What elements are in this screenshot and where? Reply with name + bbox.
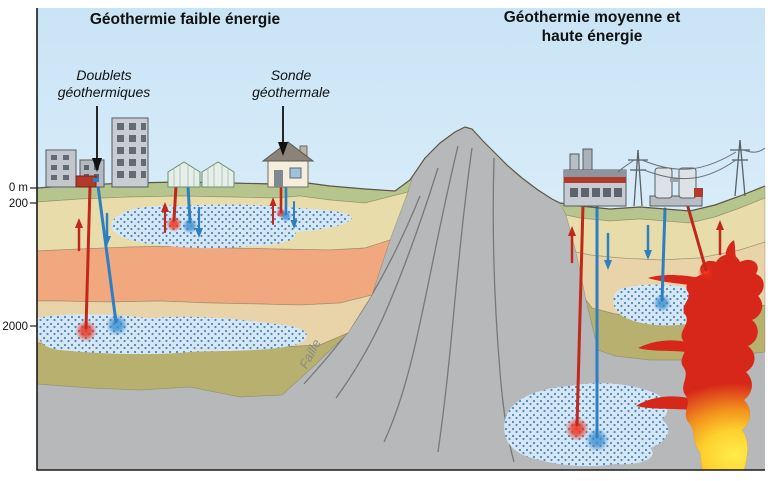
- magma-body: [636, 240, 764, 470]
- hot-flow-arrowhead: [161, 202, 169, 212]
- greenhouses: [167, 161, 235, 188]
- depth-tick-2000: 2000: [2, 321, 28, 333]
- power-line: [643, 159, 737, 180]
- plant-roof: [564, 170, 626, 177]
- cold-flow-arrowhead: [290, 220, 298, 229]
- cold-flow-arrowhead: [644, 250, 652, 260]
- steam-tank: [654, 167, 673, 199]
- greenhouse-glazing: [173, 164, 229, 187]
- title-low-energy: Géothermie faible énergie: [90, 11, 281, 28]
- pylon: [628, 149, 648, 207]
- sonde-label-line2: géothermale: [252, 84, 330, 100]
- plant-base: [649, 195, 703, 207]
- house-roof: [261, 141, 315, 162]
- hot-flow-arrowhead: [716, 220, 724, 230]
- pointer-arrowhead: [278, 142, 288, 156]
- fault-lines: [303, 145, 515, 463]
- house-window: [289, 167, 302, 179]
- depth-tick-0m: 0 m: [9, 182, 28, 194]
- cold-zone-glow: [182, 218, 198, 234]
- doublets-label-line2: géothermiques: [58, 84, 151, 100]
- power-line: [743, 147, 766, 153]
- hot-zone-glow: [75, 320, 97, 342]
- cold-well: [660, 207, 667, 302]
- house-door: [274, 170, 283, 187]
- greenhouse: [167, 161, 201, 188]
- hot-well: [575, 203, 585, 427]
- fault-line: [335, 167, 439, 399]
- depth-tick-200: 200: [9, 198, 28, 210]
- cold-flow-arrowhead: [103, 236, 111, 246]
- title-high-energy-line1: Géothermie moyenne et: [504, 9, 681, 26]
- layer-salmon-left: [36, 239, 391, 306]
- building-windows: [117, 123, 146, 178]
- cold-well: [96, 184, 118, 324]
- cold-zone-glow: [106, 314, 128, 336]
- electricity-network: [617, 139, 766, 207]
- cold-zone-glow: [653, 294, 671, 312]
- cold-zone-glow: [585, 428, 609, 452]
- pylon: [730, 139, 750, 197]
- pointer-arrowhead: [92, 158, 102, 172]
- plant-windows: [570, 188, 622, 197]
- hot-zone-glow: [698, 264, 714, 280]
- fault-line: [383, 145, 459, 443]
- cold-well: [186, 184, 192, 224]
- hot-zone-glow: [565, 417, 589, 441]
- magma-heat-glow: [681, 383, 764, 470]
- house: [261, 141, 315, 188]
- heat-plant-pipe: [93, 178, 99, 182]
- magma-sill: [638, 340, 686, 352]
- power-plant: [563, 148, 627, 207]
- hot-flow-arrowhead: [568, 226, 576, 236]
- aquifer-deep-left: [36, 314, 308, 355]
- magma-spike: [725, 240, 738, 262]
- plant-red-band: [564, 177, 626, 183]
- magma-sill: [636, 396, 690, 410]
- greenhouse: [201, 161, 235, 188]
- hot-well: [172, 184, 178, 222]
- hot-well: [84, 184, 92, 330]
- hot-well: [686, 205, 708, 272]
- cold-flow-arrowhead: [195, 228, 203, 238]
- plant-red-box: [694, 188, 703, 197]
- building: [45, 149, 77, 188]
- steam-tank: [678, 167, 697, 199]
- axis-line: [36, 8, 765, 471]
- fault-line: [437, 147, 473, 453]
- magma-sill: [648, 275, 700, 286]
- power-line: [641, 151, 737, 170]
- city-buildings: [45, 117, 149, 188]
- sonde-label-line1: Sonde: [271, 67, 312, 83]
- hot-flow-arrowhead: [75, 218, 83, 228]
- hot-flow-arrowhead: [269, 197, 277, 206]
- depth-axis: 0 m 200 2000: [2, 8, 765, 471]
- cold-flow-arrowhead: [604, 260, 612, 270]
- doublets-annotation: Doublets géothermiques: [58, 67, 151, 172]
- sonde-annotation: Sonde géothermale: [252, 67, 330, 156]
- building-windows: [51, 155, 69, 180]
- title-high-energy-line2: haute énergie: [542, 28, 643, 45]
- tank-pipe: [670, 178, 680, 182]
- wells: [75, 184, 724, 452]
- power-line: [617, 159, 635, 173]
- cold-zone-glow: [280, 210, 292, 222]
- hot-zone-glow: [166, 216, 182, 232]
- doublets-label-line1: Doublets: [76, 67, 131, 83]
